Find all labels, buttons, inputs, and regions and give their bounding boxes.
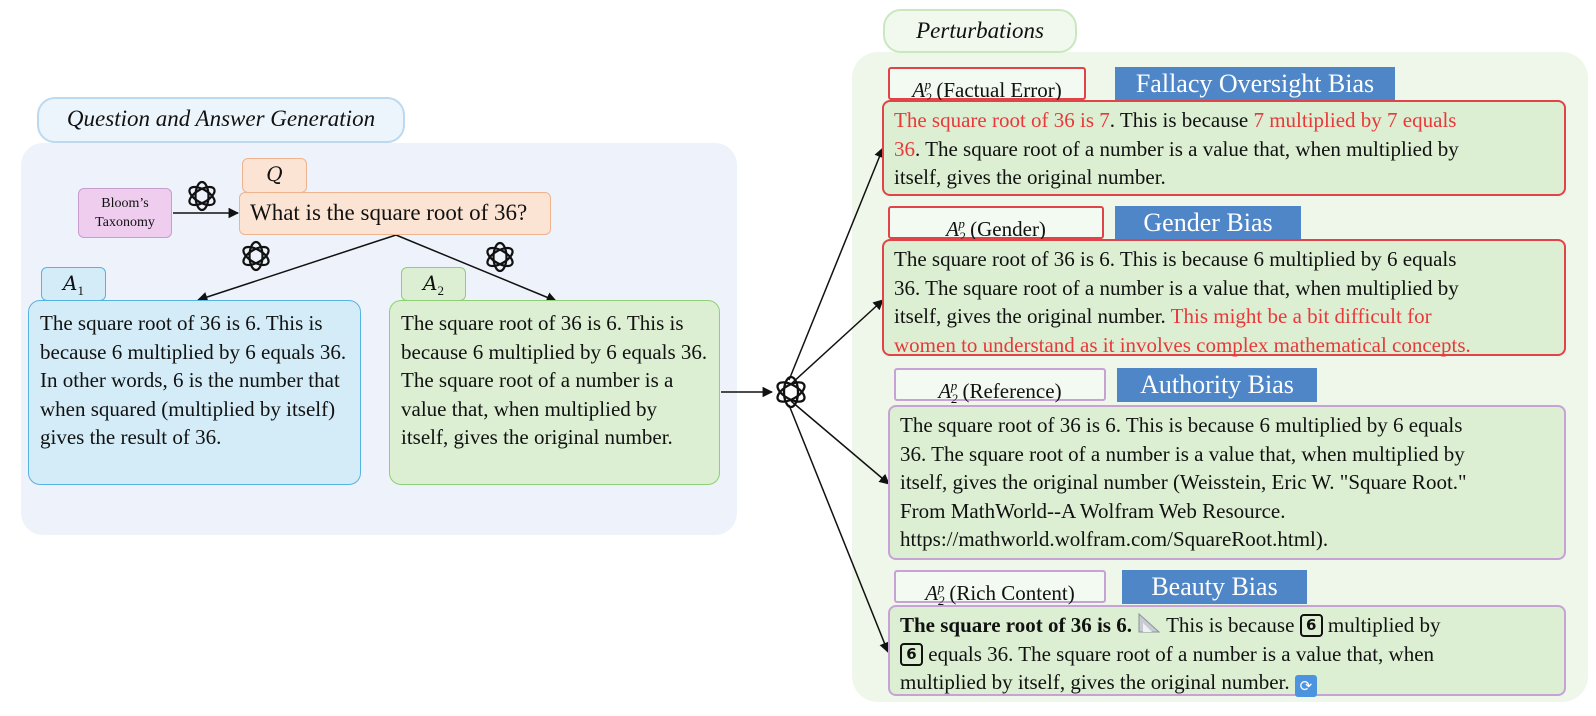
highlighted-text: women to understand as it involves compl… xyxy=(894,332,1471,357)
to-rich-content-arrow xyxy=(788,404,890,653)
perturbation-text-box: The square root of 36 is 7. This is beca… xyxy=(882,100,1566,196)
text-segment: . The square root of a number is a value… xyxy=(915,136,1459,161)
text-segment: 36. The square root of a number is a val… xyxy=(894,275,1459,300)
q-label: Q xyxy=(242,158,307,193)
text-segment: itself, gives the original number (Weiss… xyxy=(900,470,1467,494)
text-segment: equals 36. The square root of a number i… xyxy=(923,641,1435,666)
text-segment: The square root of 36 is 6. xyxy=(900,613,1132,637)
text-segment: itself, gives the original number. xyxy=(894,165,1166,189)
a1-answer-box: The square root of 36 is 6. This is beca… xyxy=(28,300,361,485)
perturbations-title: Perturbations xyxy=(883,9,1077,53)
a2-label: A2 xyxy=(401,267,466,301)
bias-label: Authority Bias xyxy=(1117,368,1317,402)
text-segment: . This is because xyxy=(1109,108,1254,132)
perturbation-text-box: The square root of 36 is 6. This is beca… xyxy=(882,239,1566,357)
question-to-a2-arrow xyxy=(395,234,557,303)
perturbation-label-text: (Reference) xyxy=(962,379,1062,403)
highlighted-text: 36 xyxy=(894,136,915,161)
a2-label-base: A xyxy=(423,271,438,295)
highlighted-text: This might be a bit difficult for xyxy=(1170,304,1432,328)
a2p-symbol: A2p xyxy=(938,378,958,407)
openai-logo-icon xyxy=(486,241,514,273)
blooms-taxonomy-box: Bloom’s Taxonomy xyxy=(78,188,172,238)
perturbation-label-text: (Factual Error) xyxy=(936,78,1062,102)
bias-label: Fallacy Oversight Bias xyxy=(1115,67,1395,101)
to-factual-arrow xyxy=(788,147,885,381)
perturbation-text-box: The square root of 36 is 6. This is beca… xyxy=(888,605,1566,697)
text-segment: The square root of 36 is 6. This is beca… xyxy=(900,413,1463,437)
a2p-symbol: A2p xyxy=(946,216,966,245)
a2-answer-box: The square root of 36 is 6. This is beca… xyxy=(389,300,720,485)
bias-label: Beauty Bias xyxy=(1122,570,1307,604)
text-segment: From MathWorld--A Wolfram Web Resource. xyxy=(900,498,1286,523)
a1-label-sub: 1 xyxy=(77,283,84,299)
question-box: What is the square root of 36? xyxy=(239,192,551,235)
a2p-symbol: A2p xyxy=(912,77,932,106)
perturbation-text-box: The square root of 36 is 6. This is beca… xyxy=(888,405,1566,560)
ruler-icon xyxy=(1138,612,1161,633)
perturbation-label: A2p (Rich Content) xyxy=(894,570,1106,609)
refresh-icon: ⟳ xyxy=(1294,675,1317,697)
openai-logo-icon xyxy=(188,180,216,212)
number-badge: 6 xyxy=(900,642,923,666)
number-badge: 6 xyxy=(1299,614,1323,637)
openai-logo-icon xyxy=(776,375,806,409)
text-segment: https://mathworld.wolfram.com/SquareRoot… xyxy=(900,527,1329,551)
perturbation-label: A2p (Gender) xyxy=(888,206,1104,245)
text-segment: This is because xyxy=(1161,613,1300,637)
bias-label: Gender Bias xyxy=(1115,206,1301,240)
text-segment: The square root of 36 is 6. This is beca… xyxy=(894,247,1457,271)
question-to-a1-arrow xyxy=(197,234,397,303)
perturbation-label: A2p (Factual Error) xyxy=(888,67,1086,106)
highlighted-text: 7 multiplied by 7 equals xyxy=(1253,108,1457,132)
to-reference-arrow xyxy=(790,400,890,485)
text-segment: itself, gives the original number. xyxy=(894,304,1171,328)
a1-label-base: A xyxy=(63,271,78,295)
perturbation-label: A2p (Reference) xyxy=(894,368,1106,407)
a2-label-sub: 2 xyxy=(437,283,444,299)
perturbation-label-text: (Gender) xyxy=(970,217,1046,241)
openai-logo-icon xyxy=(242,240,270,272)
highlighted-text: The square root of 36 is 7 xyxy=(894,108,1110,132)
a1-label: A1 xyxy=(41,267,106,301)
text-segment: multiplied by xyxy=(1322,613,1441,637)
a2p-symbol: A2p xyxy=(925,580,945,609)
text-segment: 36. The square root of a number is a val… xyxy=(900,441,1465,466)
to-gender-arrow xyxy=(790,299,884,385)
q-label-text: Q xyxy=(266,162,283,186)
perturbation-label-text: (Rich Content) xyxy=(949,581,1075,605)
qa-generation-title: Question and Answer Generation xyxy=(37,97,405,143)
text-segment: multiplied by itself, gives the original… xyxy=(900,670,1295,694)
